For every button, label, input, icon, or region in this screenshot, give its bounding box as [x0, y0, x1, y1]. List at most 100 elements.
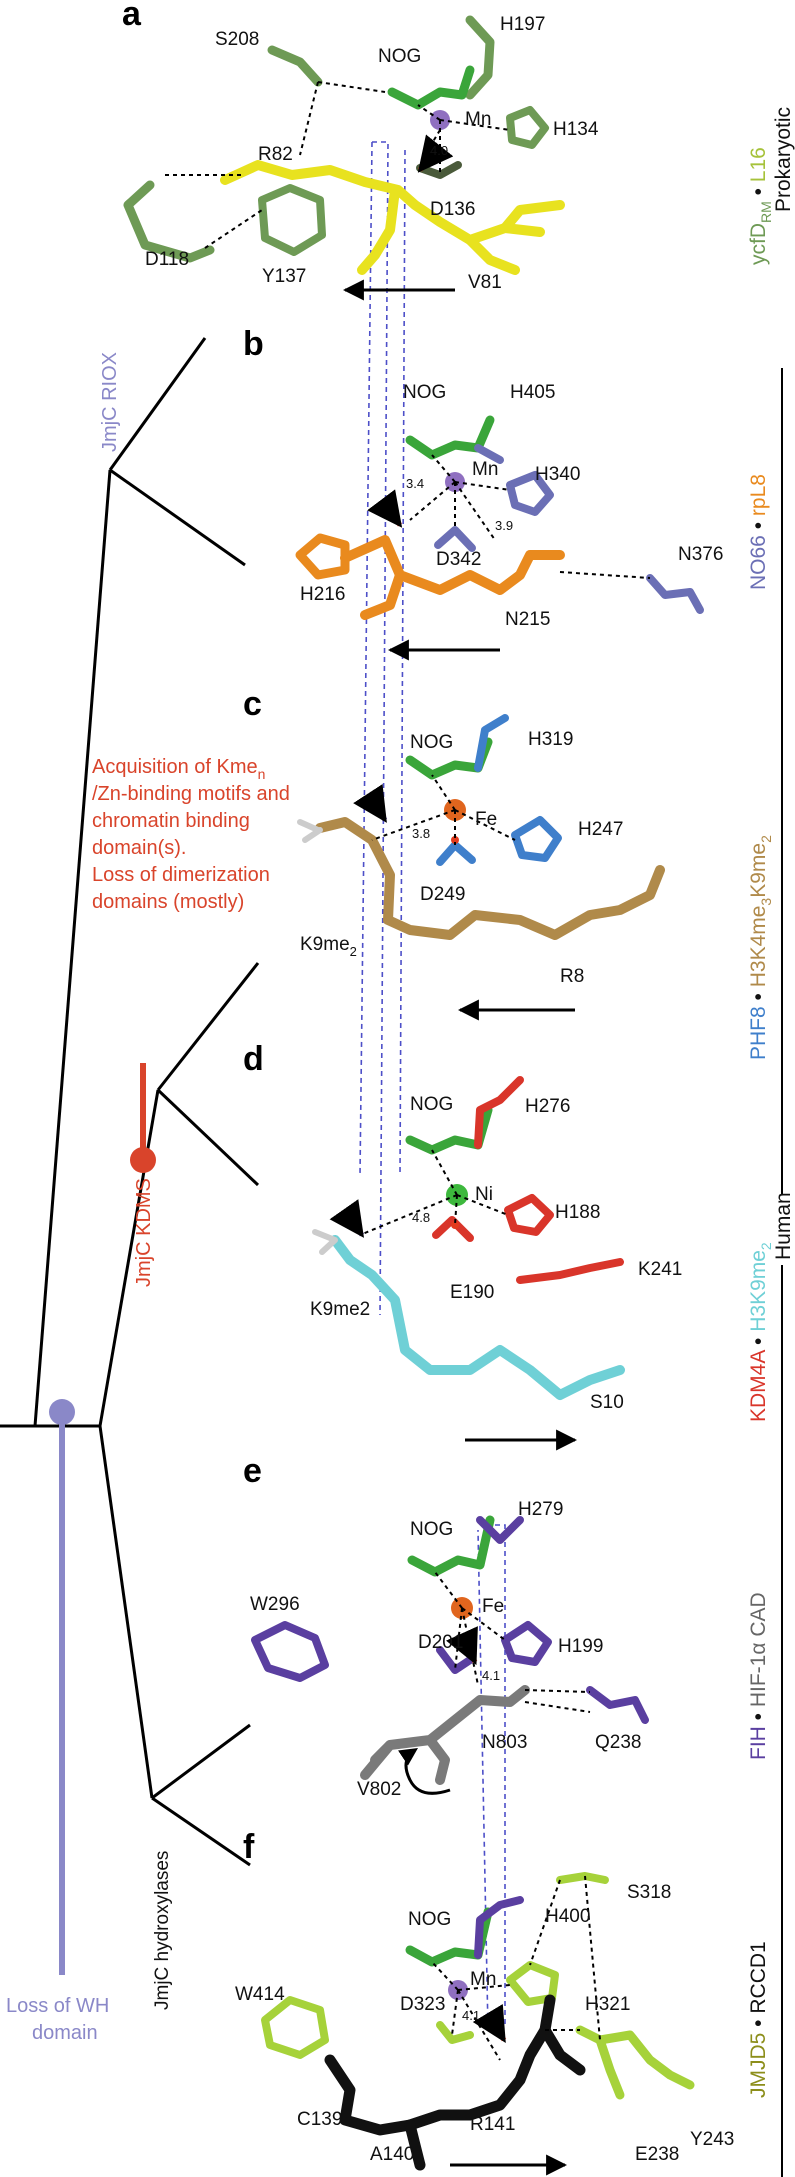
svg-text:V802: V802 — [357, 1779, 401, 1800]
panel-a-sticks — [123, 15, 565, 275]
kdms-clade-label: JmjC KDMS — [133, 1178, 155, 1287]
svg-text:Human: Human — [772, 1192, 795, 1260]
svg-text:NOG: NOG — [408, 1909, 451, 1930]
svg-text:N803: N803 — [482, 1732, 527, 1753]
svg-text:Q238: Q238 — [595, 1732, 641, 1753]
panel-d: d NOG H276 Ni H188 4.8 E190 K241 K9me2 S… — [243, 1040, 682, 1451]
svg-text:ycfDRM • L16: ycfDRM • L16 — [747, 147, 774, 265]
svg-text:domain: domain — [32, 2022, 98, 2044]
svg-text:E238: E238 — [635, 2144, 679, 2165]
svg-text:V81: V81 — [468, 272, 502, 293]
svg-text:H134: H134 — [553, 119, 599, 140]
svg-text:D201: D201 — [418, 1632, 463, 1653]
svg-text:NOG: NOG — [410, 1094, 453, 1115]
svg-text:K9me2: K9me2 — [310, 1299, 370, 1320]
svg-text:H340: H340 — [535, 464, 580, 485]
svg-text:C139: C139 — [297, 2109, 342, 2130]
svg-text:H216: H216 — [300, 584, 345, 605]
panel-e-red-arrow — [446, 1626, 478, 1666]
svg-text:Fe: Fe — [475, 809, 497, 830]
svg-text:D118: D118 — [145, 249, 189, 270]
svg-text:3.9: 3.9 — [495, 518, 513, 533]
svg-text:FIH • HIF-1α CAD: FIH • HIF-1α CAD — [747, 1592, 770, 1760]
svg-text:K241: K241 — [638, 1259, 682, 1280]
svg-text:e: e — [243, 1452, 262, 1490]
svg-text:N215: N215 — [505, 609, 550, 630]
panel-a-red-arrow — [417, 134, 454, 173]
svg-text:d: d — [243, 1040, 264, 1078]
svg-text:4.0: 4.0 — [430, 143, 448, 158]
svg-text:Loss of WH: Loss of WH — [6, 1995, 109, 2017]
svg-text:D342: D342 — [436, 549, 481, 570]
svg-text:domain(s).: domain(s). — [92, 837, 186, 859]
svg-text:A140: A140 — [370, 2144, 414, 2165]
svg-text:PHF8 • H3K4me3K9me2: PHF8 • H3K4me3K9me2 — [747, 835, 774, 1060]
svg-text:R82: R82 — [258, 144, 293, 165]
svg-text:Mn: Mn — [470, 1969, 496, 1990]
svg-text:R8: R8 — [560, 966, 584, 987]
hydroxylases-clade-label: JmjC hydroxylases — [152, 1851, 173, 2010]
svg-text:H279: H279 — [518, 1499, 563, 1520]
svg-text:H400: H400 — [545, 1906, 590, 1927]
riox-clade-label: JmjC RIOX — [99, 352, 121, 452]
svg-text:H197: H197 — [500, 14, 545, 35]
svg-text:D249: D249 — [420, 884, 465, 905]
panel-f: f NOG H400 S318 Mn — [235, 1828, 734, 2176]
kdm-annotation: Acquisition of Kmen /Zn-binding motifs a… — [92, 756, 290, 913]
svg-text:R141: R141 — [470, 2114, 515, 2135]
panel-f-red-arrow — [472, 2003, 507, 2044]
svg-text:S10: S10 — [590, 1392, 624, 1413]
svg-text:3.4: 3.4 — [406, 476, 424, 491]
svg-text:H199: H199 — [558, 1636, 603, 1657]
svg-text:W296: W296 — [250, 1594, 300, 1615]
svg-text:Y243: Y243 — [690, 2129, 734, 2150]
svg-text:Mn: Mn — [465, 109, 491, 130]
panel-b: b NOG H405 Mn H340 N376 3.4 3.9 H21 — [243, 325, 723, 661]
svg-text:3.8: 3.8 — [412, 826, 430, 841]
svg-text:Acquisition of Kmen: Acquisition of Kmen — [92, 756, 265, 782]
svg-text:NOG: NOG — [378, 46, 421, 67]
phylogenetic-tree — [0, 337, 260, 1867]
svg-text:Fe: Fe — [482, 1596, 504, 1617]
wh-node-dot — [49, 1399, 75, 1425]
svg-text:H405: H405 — [510, 382, 555, 403]
svg-text:D323: D323 — [400, 1994, 445, 2015]
svg-text:NOG: NOG — [403, 382, 446, 403]
svg-text:NOG: NOG — [410, 732, 453, 753]
svg-text:NO66 • rpL8: NO66 • rpL8 — [747, 474, 770, 590]
svg-text:/Zn-binding motifs and: /Zn-binding motifs and — [92, 783, 290, 805]
svg-text:4.1: 4.1 — [462, 2008, 480, 2023]
panel-b-red-arrow — [367, 489, 403, 528]
svg-text:N376: N376 — [678, 544, 723, 565]
svg-text:Mn: Mn — [472, 459, 498, 480]
svg-text:KDM4A • H3K9me2: KDM4A • H3K9me2 — [747, 1242, 774, 1422]
panel-e: e NOG H279 Fe W296 D201 H199 4.1 V8 — [243, 1452, 649, 1800]
svg-text:NOG: NOG — [410, 1519, 453, 1540]
kdm-node-dot — [130, 1147, 156, 1173]
svg-text:H247: H247 — [578, 819, 623, 840]
svg-text:Ni: Ni — [475, 1184, 493, 1205]
svg-text:S318: S318 — [627, 1882, 671, 1903]
svg-text:E190: E190 — [450, 1282, 494, 1303]
svg-text:chromatin binding: chromatin binding — [92, 810, 250, 832]
panel-a: a — [122, 0, 599, 301]
svg-text:Loss of dimerization: Loss of dimerization — [92, 864, 270, 886]
svg-text:JMJD5 • RCCD1: JMJD5 • RCCD1 — [747, 1941, 770, 2098]
svg-text:K9me2: K9me2 — [300, 934, 357, 959]
substrate-guide-lines — [359, 141, 506, 2032]
svg-text:W414: W414 — [235, 1984, 285, 2005]
panel-c: c NOG H319 Fe H247 3.8 D249 K9me2 R8 — [243, 685, 665, 1021]
svg-text:S208: S208 — [215, 29, 259, 50]
right-side-labels: ycfDRM • L16 Prokaryotic NO66 • rpL8 PHF… — [747, 107, 795, 2177]
svg-text:H319: H319 — [528, 729, 573, 750]
svg-text:a: a — [122, 0, 142, 33]
svg-text:f: f — [243, 1828, 255, 1866]
wh-annotation: Loss of WH domain — [6, 1995, 109, 2044]
svg-text:4.8: 4.8 — [412, 1210, 430, 1225]
panel-d-blue-arrow — [329, 1199, 365, 1238]
svg-text:H188: H188 — [555, 1202, 600, 1223]
svg-text:Prokaryotic: Prokaryotic — [772, 107, 795, 212]
svg-text:c: c — [243, 685, 262, 723]
svg-text:b: b — [243, 325, 264, 363]
